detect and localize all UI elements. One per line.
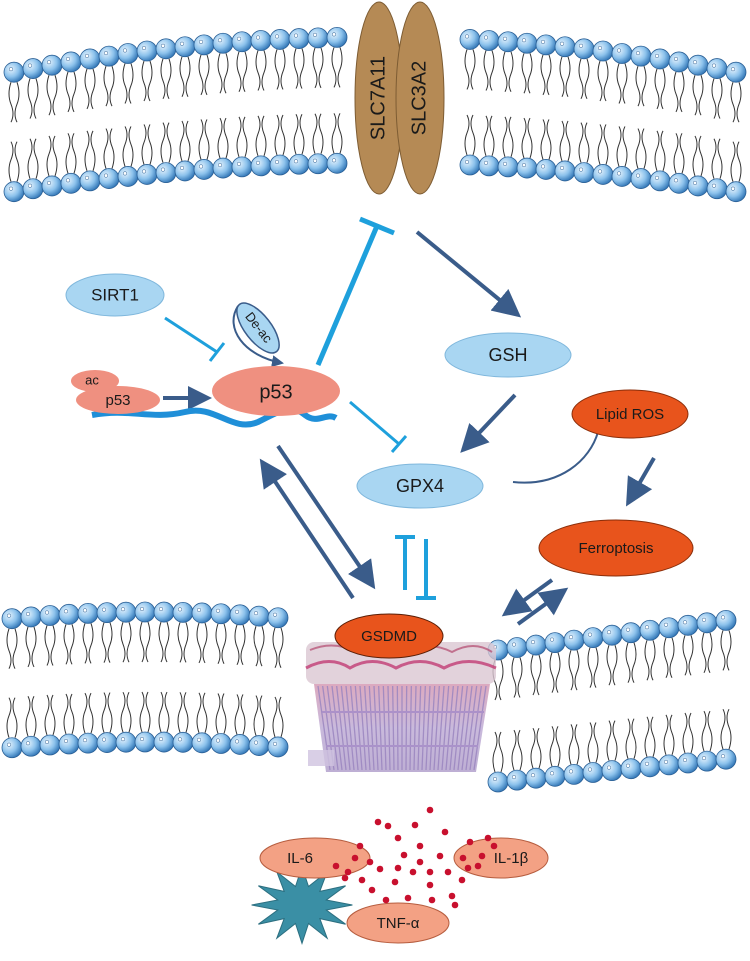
arrow-lipidros-to-ferroptosis	[625, 456, 656, 507]
gsdmd-inhibits-gpx4	[395, 535, 415, 590]
p53-node: p53	[212, 366, 340, 416]
acetylated-p53-node: p53	[76, 386, 160, 414]
p53-inhibits-transporter	[315, 216, 395, 366]
gsdmd-node: GSDMD	[334, 613, 444, 659]
gpx4-to-lipidros-curve	[512, 431, 599, 484]
arrow-p53-to-gsdmd	[276, 444, 376, 590]
sirt1-node: SIRT1	[65, 273, 165, 317]
lipid-ros-label: Lipid ROS	[596, 406, 664, 423]
il1b-label: IL-1β	[494, 850, 529, 867]
transporter-complex: SLC7A11 SLC3A2	[354, 1, 445, 195]
gsdmd-pore	[305, 642, 497, 772]
cytokine-particles	[332, 806, 498, 909]
slc3a2-transporter	[395, 1, 445, 195]
tnfa-label: TNF-α	[377, 915, 420, 932]
bottom-right-membrane	[487, 609, 737, 793]
bottom-left-membrane	[1, 601, 289, 759]
ferroptosis-label: Ferroptosis	[578, 540, 653, 557]
gpx4-node: GPX4	[356, 463, 484, 509]
slc7a11-label: SLC7A11	[367, 56, 389, 140]
top-membrane	[3, 26, 747, 203]
arrow-gsdmd-to-p53	[259, 458, 355, 600]
sirt1-label: SIRT1	[91, 285, 139, 304]
il6-node: IL-6	[259, 837, 371, 879]
deacetylation-curve-arrow	[232, 305, 284, 368]
acetyl-group-node: ac	[71, 370, 119, 392]
de-ac-node: De-ac	[236, 302, 280, 354]
pathway-arrows	[163, 216, 656, 626]
dna-strand	[91, 406, 338, 428]
cell-membranes	[1, 26, 747, 793]
tnfa-node: TNF-α	[346, 902, 450, 944]
p53-label: p53	[259, 381, 292, 403]
gsdmd-label: GSDMD	[361, 628, 417, 645]
gsh-node: GSH	[444, 332, 572, 378]
slc3a2-label: SLC3A2	[408, 61, 430, 136]
ferroptosis-node: Ferroptosis	[538, 519, 694, 577]
tnf-star-shape	[251, 864, 353, 946]
arrow-gsdmd-to-ferroptosis	[516, 587, 569, 626]
arrow-ferroptosis-to-gsdmd	[501, 578, 554, 617]
sirt1-inhibits-p53	[164, 316, 226, 362]
il6-label: IL-6	[287, 850, 313, 867]
p53-inhibits-gpx4	[349, 400, 408, 453]
gsh-label: GSH	[488, 345, 527, 365]
gpx4-label: GPX4	[396, 476, 444, 496]
acetyl-label: ac	[85, 372, 99, 387]
lipid-ros-node: Lipid ROS	[571, 389, 689, 439]
arrow-gsh-to-gpx4	[460, 393, 517, 453]
acetylated-p53-label: p53	[105, 392, 130, 409]
arrow-transporter-to-gsh	[415, 230, 522, 318]
gpx4-inhibits-gsdmd	[416, 539, 436, 600]
